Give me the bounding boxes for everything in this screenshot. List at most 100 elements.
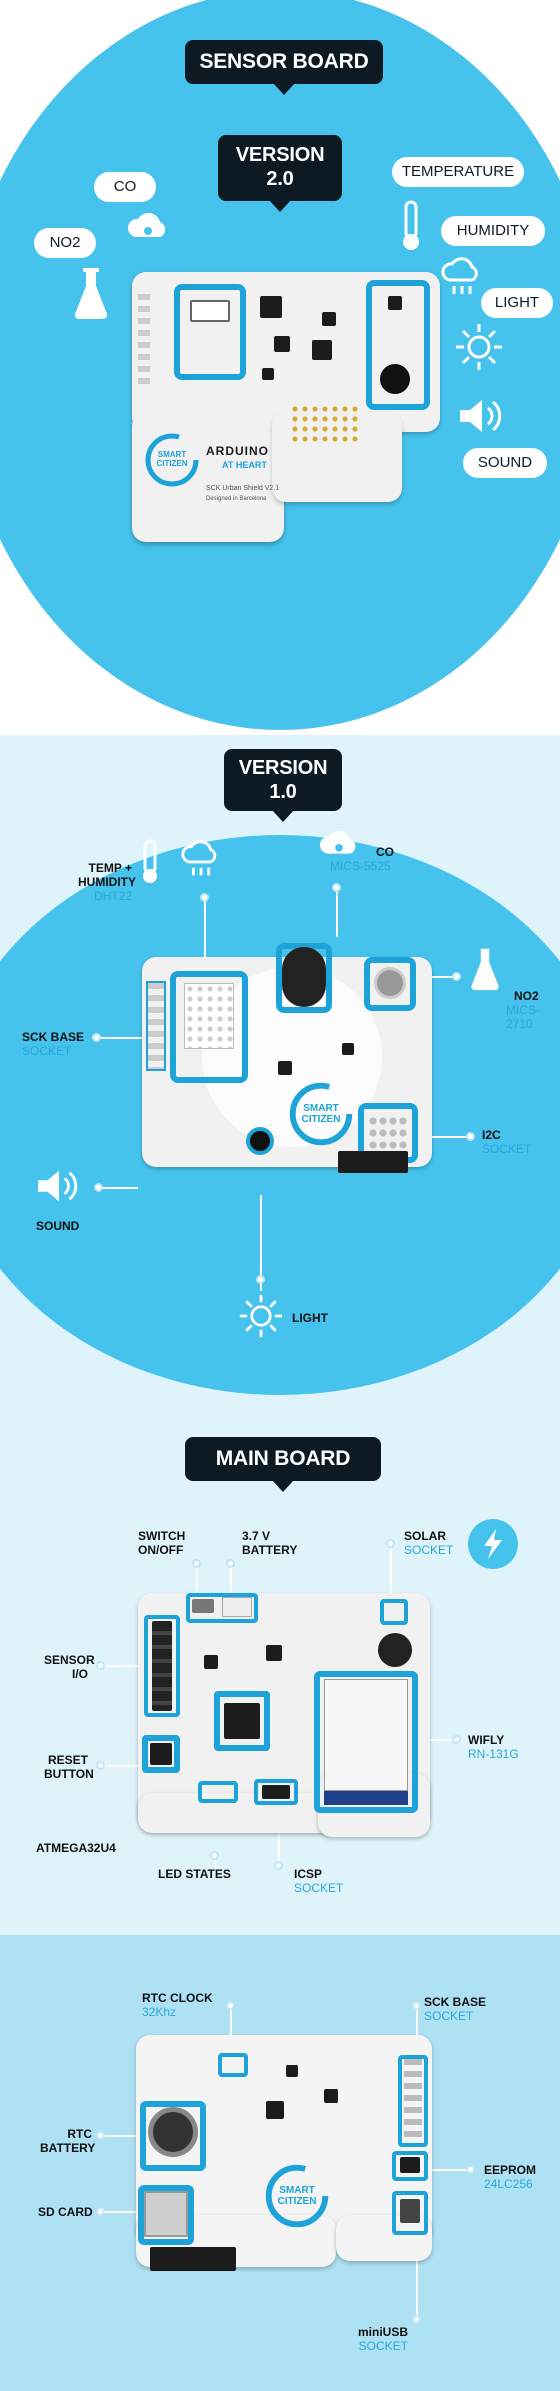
- reset-zone: [142, 1735, 180, 1773]
- connector: [230, 2005, 232, 2057]
- connector-dot: [412, 2315, 421, 2324]
- connector: [420, 1739, 456, 1741]
- connector-dot: [96, 2131, 105, 2140]
- sensor-io-header: [152, 1621, 172, 1711]
- co-zone: [276, 943, 332, 1013]
- sensor-board-section: SENSOR BOARD VERSION 2.0 CO NO2 TEMPERAT…: [0, 0, 560, 735]
- connector-dot: [96, 2207, 105, 2216]
- i2c-pins: [368, 1115, 408, 1151]
- miniusb-socket: [400, 2199, 420, 2223]
- connector-dot: [96, 1661, 105, 1670]
- temp-sensor: [388, 296, 402, 310]
- gas-sensor-zone: [174, 284, 246, 380]
- rtc-battery-label: RTC BATTERY: [40, 2127, 96, 2155]
- sound-pill: SOUND: [463, 448, 547, 478]
- coin-cell: [148, 2107, 198, 2157]
- battery-connector: [222, 1597, 252, 1617]
- reset-label: RESET BUTTON: [44, 1753, 94, 1781]
- sensor-board-title: SENSOR BOARD: [185, 40, 383, 95]
- miniusb-zone: [392, 2191, 428, 2235]
- connector: [214, 1857, 216, 1867]
- sd-card-zone: [138, 2185, 194, 2245]
- connector: [204, 897, 206, 987]
- icsp-zone: [254, 1779, 298, 1805]
- connector: [96, 1187, 138, 1189]
- flask-no2-icon: [74, 268, 108, 320]
- connector-dot: [274, 1861, 283, 1870]
- connector-dot: [386, 1539, 395, 1548]
- light-pill: LIGHT: [481, 288, 553, 318]
- connector: [416, 2005, 418, 2057]
- sd-card: [150, 2247, 236, 2271]
- inductor: [378, 1633, 412, 1667]
- sensor-io-label: SENSOR I/O: [44, 1653, 95, 1681]
- main-board-section: MAIN BOARD SWITCH ON/OFF 3.7 V BATTERY S…: [0, 1425, 560, 1935]
- wifly-zone: [314, 1671, 418, 1813]
- connector-dot: [200, 893, 209, 902]
- wifly-module: [324, 1679, 408, 1791]
- reset-button: [150, 1743, 172, 1765]
- chip: [204, 1655, 218, 1669]
- connector-dot: [466, 2165, 475, 2174]
- cloud-rain-icon: [441, 257, 478, 294]
- connector-dot: [466, 1132, 475, 1141]
- power-switch: [192, 1599, 214, 1613]
- sound-label: SOUND: [36, 1219, 80, 1233]
- connector-dot: [94, 1183, 103, 1192]
- connector-dot: [256, 1275, 265, 1284]
- light-label: LIGHT: [292, 1311, 328, 1325]
- led-zone: [198, 1781, 238, 1803]
- connector: [432, 2169, 470, 2171]
- connector: [196, 1563, 198, 1603]
- sck-base-header: [404, 2059, 422, 2143]
- chip: [312, 340, 332, 360]
- connector: [416, 2235, 418, 2319]
- no2-sensor: [374, 967, 406, 999]
- wifly-antenna: [324, 1791, 408, 1805]
- connector-dot: [226, 1559, 235, 1568]
- version-2-badge: VERSION 2.0: [218, 135, 342, 212]
- smart-citizen-logo: [289, 1082, 353, 1146]
- version-1-badge: VERSION 1.0: [224, 749, 342, 822]
- arduino-text: ARDUINO: [206, 444, 269, 458]
- thermometer-icon: [143, 839, 157, 883]
- thermometer-icon: [403, 200, 419, 250]
- chip: [274, 336, 290, 352]
- connector: [390, 1543, 392, 1603]
- board-pcb-lower: [138, 1793, 338, 1833]
- chip: [260, 296, 282, 318]
- chip: [324, 2089, 338, 2103]
- switch-label: SWITCH ON/OFF: [138, 1529, 186, 1557]
- sensor-io-zone: [144, 1615, 180, 1717]
- connector: [260, 1195, 262, 1291]
- eeprom-chip: [400, 2157, 420, 2173]
- co-sensor: [282, 947, 326, 1007]
- connector-dot: [226, 2001, 235, 2010]
- connector: [420, 976, 454, 978]
- chip: [266, 1645, 282, 1661]
- lightning-icon: [484, 1529, 502, 1559]
- sck-base-pins: [146, 981, 166, 1071]
- microphone: [380, 364, 410, 394]
- board-sub-caption: Designed in Barcelona: [206, 496, 267, 502]
- co-pill: CO: [94, 172, 156, 202]
- cloud-co-icon: [319, 830, 356, 854]
- board-caption: SCK Urban Shield V2.1: [206, 485, 280, 492]
- cloud-co-icon: [127, 213, 166, 237]
- eeprom-zone: [392, 2151, 428, 2181]
- smart-citizen-logo: [265, 2164, 329, 2228]
- connector: [278, 1829, 280, 1869]
- connector: [100, 2211, 140, 2213]
- switch-zone: [186, 1593, 258, 1623]
